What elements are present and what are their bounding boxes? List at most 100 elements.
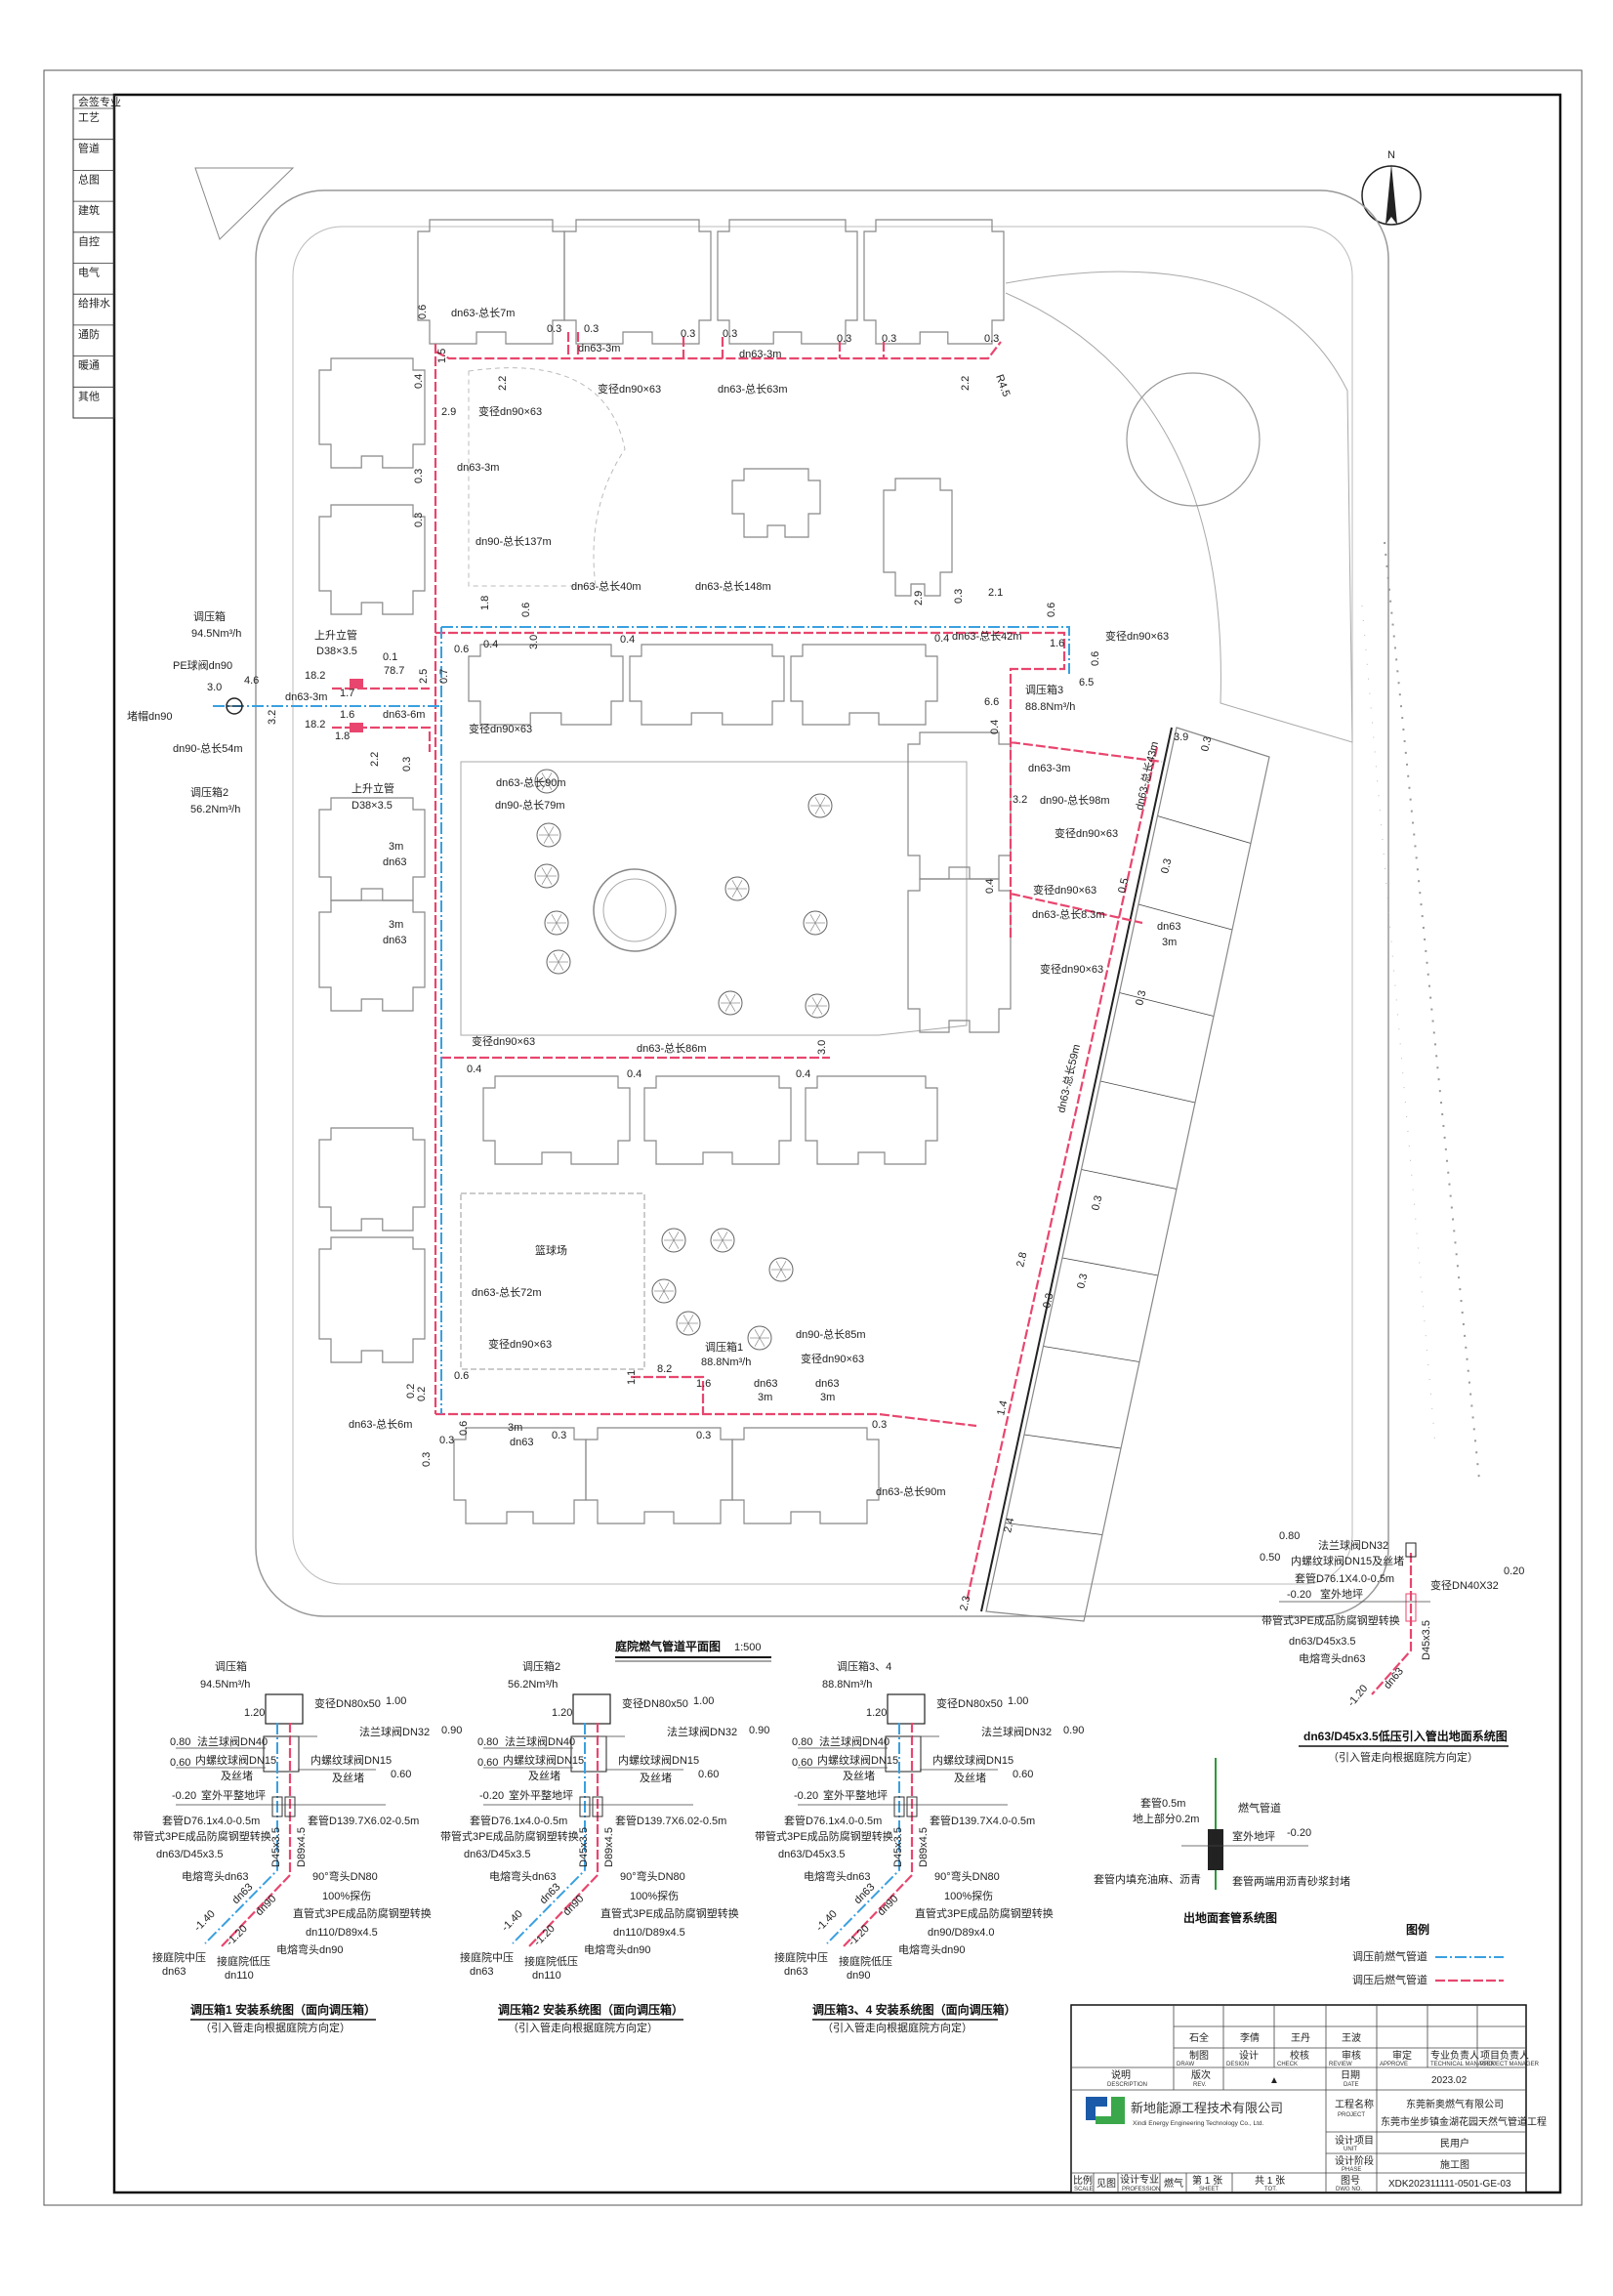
system-trans-l-size: dn63/D45x3.5 [464,1849,531,1860]
pipe-label: dn63-总长72m [472,1285,542,1299]
dimension-value: 0.6 [1046,603,1057,617]
dimension-value: 0.3 [1075,1273,1090,1290]
pipe-label: 上升立管 [314,628,357,642]
building-footprint [883,478,953,597]
sheet-number: 第 1 张 [1192,2174,1222,2187]
system-dn-l: dn63 [538,1881,563,1906]
drawing-number-label-en: DWG NO. [1336,2187,1362,2192]
system-caption: 调压箱3、4 安装系统图（面向调压箱） [812,2002,1016,2017]
tree-icon [534,769,559,794]
system-conn-mid-dn: dn63 [784,1966,807,1978]
description-label: 说明 [1111,2068,1131,2081]
dimension-value: 2.9 [913,591,925,605]
system-trans-l-size: dn63/D45x3.5 [156,1849,224,1860]
dimension-value: 0.1 [383,651,397,663]
countersign-0: 会签专业 [78,95,121,108]
profession-label: 设计专业 [1120,2173,1159,2186]
building-footprint [318,504,426,615]
pipe-label: dn63-6m [383,709,425,721]
dimension-value: 2.2 [369,752,381,767]
tree-icon [534,863,559,889]
system-box: 调压箱 [215,1659,247,1673]
elevation: 0.80 [1279,1530,1300,1542]
fountain-inner [602,878,667,942]
drawing-number: XDK202311111-0501-GE-03 [1388,2179,1511,2190]
pipe-low-pressure [435,1056,977,1428]
system-v15r-el: 0.60 [391,1769,411,1780]
pipe-label: 94.5Nm³/h [191,628,241,640]
drawing-frame [112,93,1562,2194]
dimension-value: 2.4 [1002,1517,1016,1534]
pipe-label: 3m [389,841,403,853]
pipe-label: dn63 [510,1437,533,1448]
building-footprint [318,1236,426,1363]
system-flow: 94.5Nm³/h [200,1679,250,1691]
system-trans-r: 直管式3PE成品防腐钢塑转换 [915,1906,1054,1920]
court-label: 篮球场 [535,1243,567,1257]
system-depth-r: -1.20 [532,1923,558,1948]
system-conn-low-dn: dn90 [847,1970,870,1982]
legend-title: 图例 [1406,1922,1429,1937]
plan-scale: 1:500 [734,1642,762,1653]
medium-pressure-pipe [204,1723,278,1944]
system-v15: 内螺纹球阀DN15 [817,1753,898,1767]
system-box-el: 1.20 [552,1707,572,1719]
system-elbow90: 电熔弯头dn90 [898,1942,965,1956]
system-conn-low: 接庭院低压 [839,1954,892,1968]
pipe-label: dn63-总长148m [695,579,771,593]
dimension-value: 2.5 [418,669,430,684]
dimension-value: 0.3 [837,333,851,345]
system-conn-mid: 接庭院中压 [152,1950,206,1964]
system-box-el: 1.20 [244,1707,265,1719]
system-ground: 室外平整地坪 [201,1788,266,1802]
pipe-label: dn63-总长40m [571,579,641,593]
label: 燃气管道 [1238,1801,1281,1815]
sheet-label-en: SHEET [1199,2187,1219,2192]
pipe-label: dn90-总长85m [796,1327,866,1341]
dimension-value: 3.0 [816,1040,828,1055]
low-pressure-pipe [526,1723,600,1949]
riser-diagram: 0.80 法兰球阀DN32 0.50 内螺纹球阀DN15及丝堵 套管D76.1X… [1260,1530,1524,1764]
pipe-low-pressure [435,631,1163,938]
role-label: 制图 [1189,2049,1209,2062]
dimension-value: 0.3 [723,328,737,340]
scale-label-en: SCALE [1074,2187,1094,2192]
total-sheets: 共 1 张 [1255,2175,1285,2187]
dimension-value: 0.3 [681,328,695,340]
dimension-value: 0.3 [421,1452,433,1467]
dimension-value: R4.5 [993,373,1012,398]
building-footprint [468,644,624,726]
flange-valve-icon [1405,1542,1417,1558]
dimension-value: 0.6 [1090,651,1101,666]
system-valve40-el: 0.80 [477,1736,498,1748]
client-name: 东莞新奥燃气有限公司 [1406,2098,1504,2110]
total-label-en: TOT. [1264,2187,1277,2192]
building-footprint [318,357,426,469]
dimension-value: 0.4 [796,1068,810,1080]
leader-lines [798,1735,1008,1806]
regulator-box-icon [887,1693,926,1725]
pipe-low-pressure [566,332,886,358]
pipe-label: 上升立管 [352,781,394,795]
system-ground-el: -0.20 [172,1790,196,1802]
system-sleeve-r: 套管D139.7X4.0-0.5m [930,1814,1035,1827]
trees [534,769,833,1351]
label: 套管内填充油麻、沥青 [1094,1872,1201,1886]
pipe-label: dn90-总长137m [476,534,552,548]
north-arrow-icon: N [1361,149,1422,226]
system-valve32-el: 0.90 [441,1725,462,1736]
dimension-value: 2.2 [960,376,972,391]
site-boundary [255,189,1389,1617]
drawing-number-label: 图号 [1341,2175,1360,2187]
dimension-value: 0.2 [405,1384,417,1398]
pipe-label: 变径dn90×63 [801,1352,864,1365]
rev-label-en: REV. [1193,2082,1207,2088]
role-label: 校核 [1290,2049,1309,2062]
phase-label-en: PHASE [1342,2167,1361,2173]
system-pipe-l: D45x3.5 [270,1827,282,1867]
building-footprint [805,1075,938,1165]
system-reducer-el: 1.00 [1008,1695,1028,1707]
pipe-label: 变径dn90×63 [1105,629,1169,643]
